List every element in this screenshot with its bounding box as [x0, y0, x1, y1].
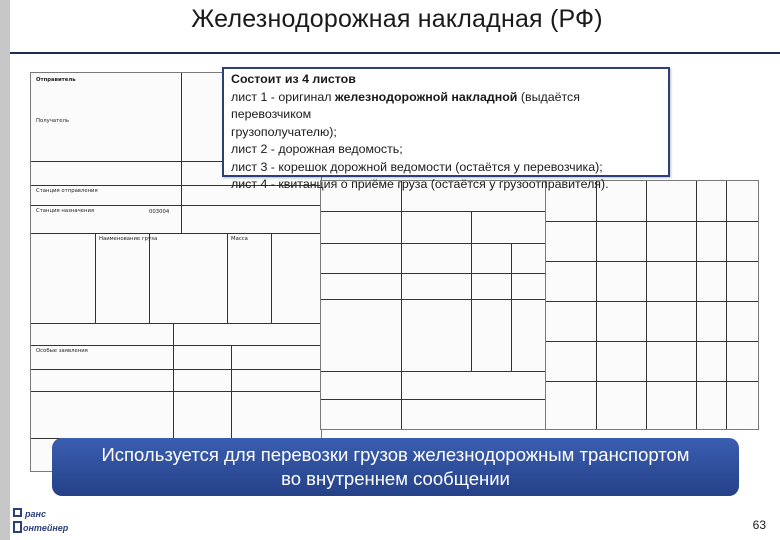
callout-line-1: лист 1 - оригинал железнодорожной наклад…	[231, 89, 661, 124]
callout-line-1-cont: грузополучателю);	[231, 124, 337, 139]
callout-line-1-suffix: (выдаётся перевозчиком	[231, 89, 580, 122]
callout-line-3: лист 3 - корешок дорожной ведомости (ост…	[231, 159, 603, 174]
callout-line-1-bold: железнодорожной накладной	[334, 89, 518, 104]
form-label-weight: Масса	[231, 236, 248, 242]
title-divider	[10, 52, 780, 54]
form-label-cargo: Наименование груза	[99, 236, 158, 242]
form-label-station-from: Станция отправления	[36, 188, 98, 194]
sheets-callout: Состоит из 4 листов лист 1 - оригинал же…	[222, 67, 670, 191]
form-label-recipient: Получатель	[36, 118, 69, 124]
left-decor-bar	[0, 0, 10, 540]
form-label-station-to: Станция назначения	[36, 208, 95, 214]
usage-banner: Используется для перевозки грузов железн…	[52, 438, 739, 496]
usage-banner-line-2: во внутреннем сообщении	[281, 468, 510, 489]
form-label-sender: Отправитель	[36, 77, 76, 83]
waybill-sheet-right	[545, 180, 759, 430]
logo-text-line-2: онтейнер	[23, 523, 69, 533]
usage-banner-line-1: Используется для перевозки грузов железн…	[101, 444, 690, 465]
callout-line-4: лист 4 - квитанция о приёме груза (остаё…	[231, 177, 609, 191]
callout-line-1-prefix: лист 1 - оригинал	[231, 89, 335, 104]
form-label-note: Особые заявления	[36, 348, 88, 354]
slide-title: Железнодорожная накладная (РФ)	[191, 5, 603, 33]
company-logo: ранс онтейнер	[13, 508, 69, 533]
page-number: 63	[752, 518, 766, 532]
logo-text-line-1: ранс	[24, 509, 46, 519]
waybill-sheet-middle	[320, 180, 547, 430]
form-label-code: 003004	[149, 209, 170, 215]
callout-header: Состоит из 4 листов	[231, 72, 356, 86]
callout-line-2: лист 2 - дорожная ведомость;	[231, 142, 403, 156]
